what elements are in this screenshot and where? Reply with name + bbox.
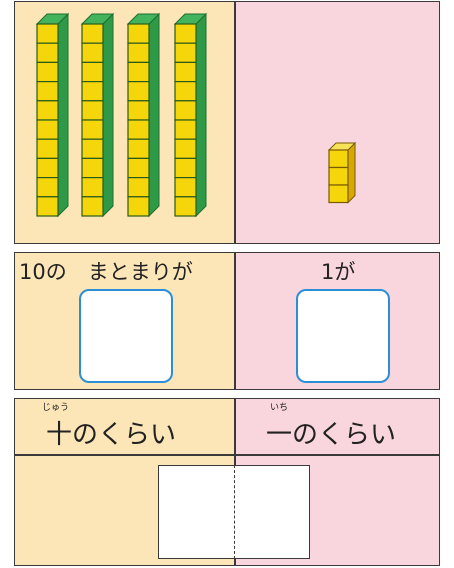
ten-rod — [35, 12, 70, 218]
header-separator — [15, 454, 439, 456]
ten-rod — [173, 12, 208, 218]
ten-rod — [80, 12, 115, 218]
tens-count-label: 10の まとまりが — [19, 260, 193, 284]
ones-answer-box[interactable] — [296, 289, 390, 383]
ones-place-label: 一のくらい — [266, 420, 397, 450]
tens-reading: じゅう — [42, 403, 70, 413]
tens-place-label: 十のくらい — [46, 420, 177, 450]
column-divider — [234, 253, 236, 389]
place-value-panel: じゅう 十のくらい いち 一のくらい — [14, 398, 440, 566]
place-dashed-divider — [234, 465, 235, 559]
ones-reading: いち — [270, 403, 289, 413]
ones-cube-stack — [327, 141, 357, 204]
ten-rod — [126, 12, 161, 218]
blocks-panel — [14, 1, 440, 244]
column-divider — [234, 2, 236, 243]
blocks-illustration — [35, 12, 357, 218]
tens-answer-box[interactable] — [79, 289, 173, 383]
ones-count-label: 1が — [321, 260, 356, 284]
count-panel: 10の まとまりが 1が — [14, 252, 440, 390]
